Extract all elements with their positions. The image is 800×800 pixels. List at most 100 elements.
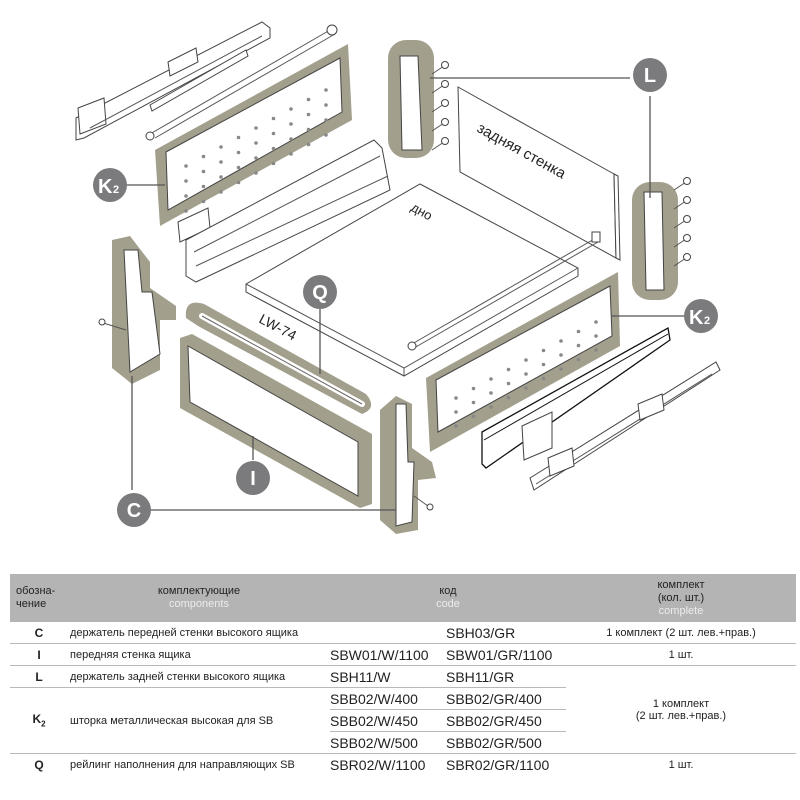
row-code-grey: SBH11/GR: [446, 665, 566, 688]
callout-k2-left: K 2: [93, 168, 127, 202]
perforation-hole: [236, 165, 241, 170]
row-mark: Q: [34, 757, 44, 772]
perforation-hole: [489, 377, 493, 381]
perforation-hole: [306, 97, 311, 102]
perforation-hole: [454, 410, 458, 414]
perforation-hole: [541, 348, 546, 353]
callout-leader-lines: [126, 77, 688, 511]
perforation-hole: [236, 150, 241, 155]
screw-head: [683, 196, 691, 204]
row-qty: 1 шт.: [566, 643, 796, 666]
perforation-hole: [254, 126, 258, 130]
svg-text:L: L: [644, 65, 656, 87]
perforation-hole: [219, 160, 223, 164]
perforation-hole: [306, 112, 311, 117]
perforation-hole: [541, 362, 546, 367]
perforation-hole: [524, 358, 528, 362]
drawer-runner-right: [529, 361, 721, 491]
screw-head: [441, 99, 449, 107]
perforation-hole: [559, 339, 563, 343]
perforation-hole: [506, 381, 511, 386]
rear-wall-holder-left: [388, 40, 449, 158]
perforation-hole: [219, 190, 223, 194]
table-row: SBB02/W/450 SBB02/GR/450: [10, 709, 796, 732]
row-name: шторка металлическая высокая для SB: [68, 687, 330, 754]
perforation-hole: [471, 414, 476, 419]
perforation-hole: [324, 118, 328, 122]
bottom-panel: дно: [245, 183, 579, 377]
svg-text:K: K: [689, 307, 704, 329]
svg-text:I: I: [250, 468, 256, 490]
components-table: обозна- чение комплектующие components к…: [10, 574, 796, 775]
row-mark: I: [10, 643, 68, 666]
svg-text:Q: Q: [312, 282, 328, 304]
perforation-hole: [289, 107, 293, 111]
perforation-hole: [576, 343, 581, 348]
svg-text:2: 2: [113, 184, 119, 196]
perforation-hole: [559, 367, 563, 371]
screw-head: [441, 61, 449, 69]
screw-head: [683, 253, 691, 261]
row-qty: 1 шт.: [668, 758, 694, 771]
row-name: рейлинг наполнения для направляющих SB: [70, 758, 295, 771]
row-code-white: SBB02/W/500: [330, 731, 446, 754]
table-row: SBB02/W/500 SBB02/GR/500: [10, 731, 796, 754]
perforation-hole: [201, 199, 206, 204]
screw-head: [683, 177, 691, 185]
perforation-hole: [506, 395, 511, 400]
perforation-hole: [594, 348, 598, 352]
perforation-hole: [489, 405, 493, 409]
perforation-hole: [289, 137, 293, 141]
table-row: K2 шторка металлическая высокая для SB S…: [10, 687, 796, 754]
row-code-white: SBW01/W/1100: [330, 643, 446, 666]
table-row: Q рейлинг наполнения для направляющих SB…: [10, 754, 796, 776]
row-code-grey: SBR02/GR/1100: [446, 756, 550, 773]
perforation-hole: [201, 169, 206, 174]
callout-badge: [117, 493, 151, 527]
perforation-hole: [219, 175, 223, 179]
callout-badge: [633, 58, 667, 92]
perforation-hole: [324, 103, 328, 107]
perforation-hole: [594, 334, 598, 338]
row-code-grey: SBB02/GR/400: [446, 687, 566, 710]
perforation-hole: [271, 131, 276, 136]
perforation-hole: [271, 161, 276, 166]
row-name: держатель передней стенки высокого ящика: [68, 622, 330, 644]
row-mark: K2: [10, 687, 68, 754]
perforation-hole: [524, 386, 528, 390]
table-header-row: обозна- чение комплектующие components к…: [10, 574, 796, 622]
perforation-hole: [289, 122, 293, 126]
perforation-hole: [254, 156, 258, 160]
rear-wall-holder-right: [632, 177, 691, 300]
callout-k2-right: K 2: [684, 299, 718, 333]
perforation-hole: [289, 152, 293, 156]
row-code-white: SBB02/W/400: [330, 687, 446, 710]
perforation-hole: [201, 184, 206, 189]
row-name: передняя стенка ящика: [68, 643, 330, 666]
perforation-hole: [471, 400, 476, 405]
perforation-hole: [454, 396, 458, 400]
table-row: L держатель задней стенки высокого ящика…: [10, 665, 796, 754]
table-row: C держатель передней стенки высокого ящи…: [10, 622, 796, 644]
svg-text:2: 2: [704, 315, 710, 327]
callout-c: C: [117, 493, 151, 527]
table-row: I передняя стенка ящика SBW01/W/1100 SBW…: [10, 643, 796, 666]
header-mark: обозна- чение: [10, 574, 68, 622]
callout-badge: [684, 299, 718, 333]
row-code-white: SBR02/W/1100: [330, 756, 426, 773]
perforation-hole: [201, 154, 206, 159]
perforation-hole: [219, 145, 223, 149]
perforation-hole: [471, 386, 476, 391]
screw-head: [441, 137, 449, 145]
perforation-hole: [184, 179, 188, 183]
perforation-hole: [184, 164, 188, 168]
rail-rod-bottom: [407, 231, 601, 351]
row-mark: C: [10, 622, 68, 644]
row-code-grey: SBB02/GR/450: [446, 709, 566, 732]
perforation-hole: [524, 372, 528, 376]
perforation-hole: [236, 180, 241, 185]
row-code-white: SBH11/W: [330, 665, 446, 688]
callout-badge: [93, 168, 127, 202]
callout-l: L: [633, 58, 667, 92]
perforation-hole: [306, 127, 311, 132]
